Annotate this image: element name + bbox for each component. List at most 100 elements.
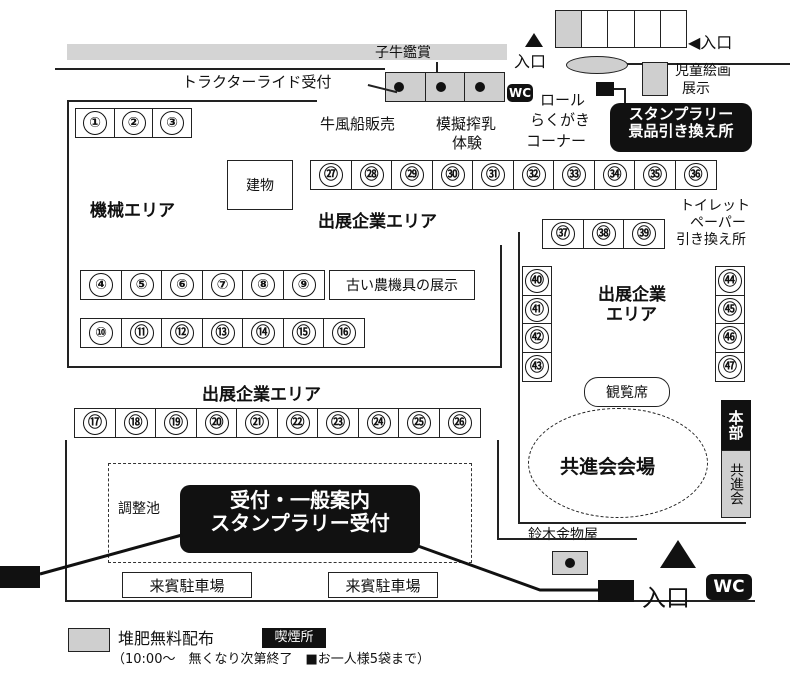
toilet-label-2: ペーパー: [690, 215, 746, 231]
kyoshin-label: 共進会会場: [560, 456, 656, 478]
compost-label: 堆肥無料配布: [118, 629, 215, 648]
wc-top: WC: [507, 84, 533, 102]
lower-frame-left: [65, 440, 67, 600]
booth-number: ⑲: [164, 411, 188, 435]
booth-number: ㉘: [359, 163, 384, 187]
center-top-strip: [385, 72, 505, 102]
shutten-bottom-label: 出展企業エリア: [202, 385, 321, 405]
jidou-kaiga-box: [642, 62, 668, 96]
raihin-parking-1: 来賓駐車場: [122, 572, 252, 598]
booth-row_10-4: ⑭: [242, 318, 284, 348]
booth-number: ⑮: [291, 321, 316, 345]
booth-row_17-1: ⑱: [114, 408, 157, 438]
furui-noukigu-booth: 古い農機具の展示: [329, 270, 475, 300]
booth-number: ㊴: [632, 222, 656, 246]
booth-row_4-0: ④: [80, 270, 122, 300]
booth-row_top-8: ㉟: [634, 160, 676, 190]
booth-row_top-1: ㉘: [350, 160, 393, 190]
roll-ellipse: [566, 56, 628, 74]
mogi-label-1: 模擬搾乳: [436, 115, 497, 133]
booth-number: ㉞: [602, 163, 627, 187]
kyoshinkai-box: 共進会: [721, 450, 751, 518]
booth-row_4-1: ⑤: [120, 270, 163, 300]
booth-number: ㊹: [718, 269, 742, 293]
booth-number: ⑦: [210, 273, 235, 297]
smoking-label: 喫煙所: [274, 630, 314, 645]
booth-row_top-6: ㉝: [553, 160, 595, 190]
booth-number: ㊱: [683, 163, 708, 187]
compost-swatch: [68, 628, 110, 652]
raihin1-label: 来賓駐車場: [149, 576, 225, 595]
booth-number: ⑯: [332, 321, 356, 345]
right-frame-bottom: [518, 522, 746, 524]
right-frame-left: [518, 232, 520, 524]
kyoshinkai-label: 共進会: [728, 463, 744, 505]
booth-row_17-0: ⑰: [74, 408, 116, 438]
booth-col_40-0: ㊵: [522, 266, 552, 296]
booth-number: ㊵: [525, 269, 549, 293]
booth-number: ㉔: [366, 411, 391, 435]
booth-number: ㊼: [718, 354, 742, 379]
booth-row_17-9: ㉖: [438, 408, 481, 438]
raihin-parking-2: 来賓駐車場: [328, 572, 438, 598]
kikai-left: [67, 100, 69, 368]
legend-note: （10:00～ 無くなり次第終了 ■お一人様5袋まで）: [112, 652, 431, 667]
booth-row_10-1: ⑪: [120, 318, 163, 348]
bottom-boundary: [65, 600, 755, 602]
fusen-label: 牛風船販売: [320, 115, 396, 133]
booth-row_top-9: ㊱: [674, 160, 717, 190]
booth-row_top-5: ㉜: [512, 160, 555, 190]
booth-row_10-0: ⑩: [80, 318, 122, 348]
booth-col_44-2: ㊻: [715, 323, 745, 353]
kikai-bottom: [67, 366, 502, 368]
booth-number: ㉝: [562, 163, 586, 187]
bottom-entrance-arrow: [660, 540, 696, 568]
booth-number: ⑪: [129, 321, 154, 345]
roll-label-2: らくがき: [530, 111, 591, 129]
booth-number: ⑭: [251, 321, 275, 345]
stalls-top: [555, 10, 687, 48]
booth-number: ㉑: [245, 411, 269, 435]
booth-row_top-4: ㉛: [472, 160, 514, 190]
stamp-prize-line2: 景品引き換え所: [628, 122, 734, 141]
booth-number: ⑱: [123, 411, 148, 435]
shutten-center-label: 出展企業エリア: [318, 212, 437, 232]
booth-number: ㉙: [400, 163, 424, 187]
roll-label-1: ロール: [540, 91, 586, 109]
booth-row_17-5: ㉒: [276, 408, 319, 438]
stamp-prize-marker: [596, 82, 614, 96]
booth-number: ㊻: [718, 326, 742, 350]
koushi-pointer: [436, 62, 438, 72]
entrance-top-label: 入口: [514, 52, 547, 71]
boundary-top-right: [580, 63, 790, 65]
suzuki-label: 鈴木金物屋: [528, 527, 598, 543]
reception-line2: スタンプラリー受付: [210, 511, 390, 535]
reception-line1: 受付・一般案内: [230, 488, 370, 512]
booth-number: ㉖: [447, 411, 472, 435]
booth-number: ①: [83, 111, 107, 135]
honbu-box: 本部: [721, 400, 751, 450]
wc-top-text: WC: [508, 86, 532, 100]
booth-col_44-3: ㊼: [715, 351, 745, 382]
wc-bottom-text: WC: [713, 577, 745, 597]
booth-number: ④: [89, 273, 113, 297]
roll-label-3: コーナー: [526, 132, 587, 150]
entrance-up-arrow: [525, 33, 543, 47]
left-entrance-marker: [0, 566, 40, 588]
booth-number: ㉟: [643, 163, 667, 187]
bottom-entrance-label: 入口: [642, 584, 690, 612]
booth-number: ㊸: [525, 354, 549, 379]
booth-number: ㉕: [407, 411, 431, 435]
stamp-prize-connector: [614, 88, 626, 90]
bottom-entrance-marker: [598, 580, 634, 602]
booth-number: ㊶: [525, 297, 549, 322]
chousei-label: 調整池: [118, 501, 160, 517]
booth-row_37-2: ㊴: [623, 219, 665, 249]
booth-number: ⑰: [83, 411, 107, 435]
booth-row_10-5: ⑮: [282, 318, 325, 348]
booth-col_44-1: ㊺: [715, 294, 745, 325]
